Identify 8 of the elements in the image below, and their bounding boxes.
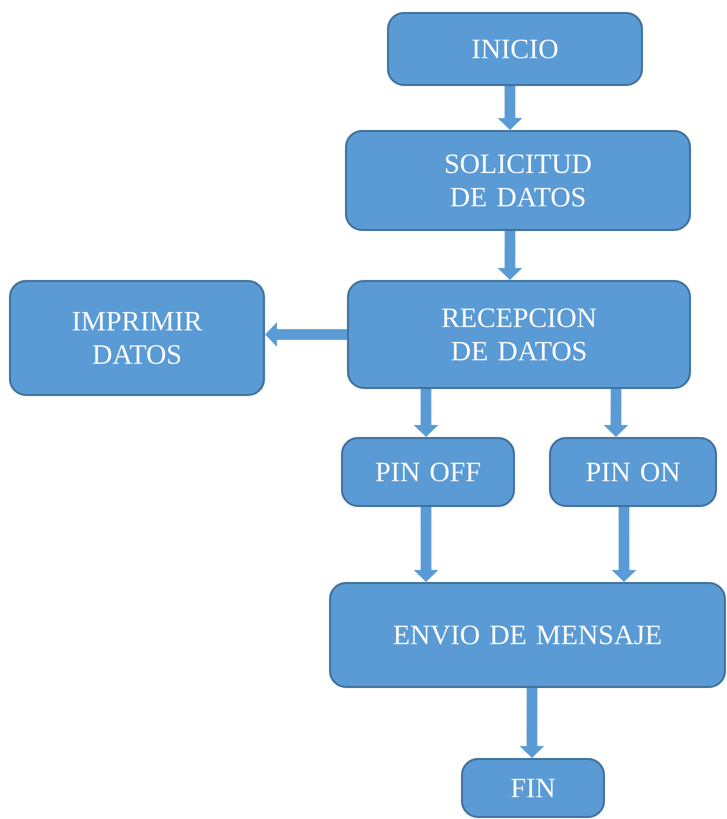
process-box: INICIO: [387, 12, 643, 86]
process-box: ENVIO DE MENSAJE: [329, 582, 726, 688]
process-box: FIN: [461, 758, 605, 818]
process-box: PIN OFF: [341, 437, 515, 507]
process-box: IMPRIMIR DATOS: [9, 280, 265, 396]
process-box: PIN ON: [549, 437, 717, 507]
process-box: SOLICITUD DE DATOS: [345, 130, 691, 231]
process-box: RECEPCION DE DATOS: [347, 280, 691, 389]
